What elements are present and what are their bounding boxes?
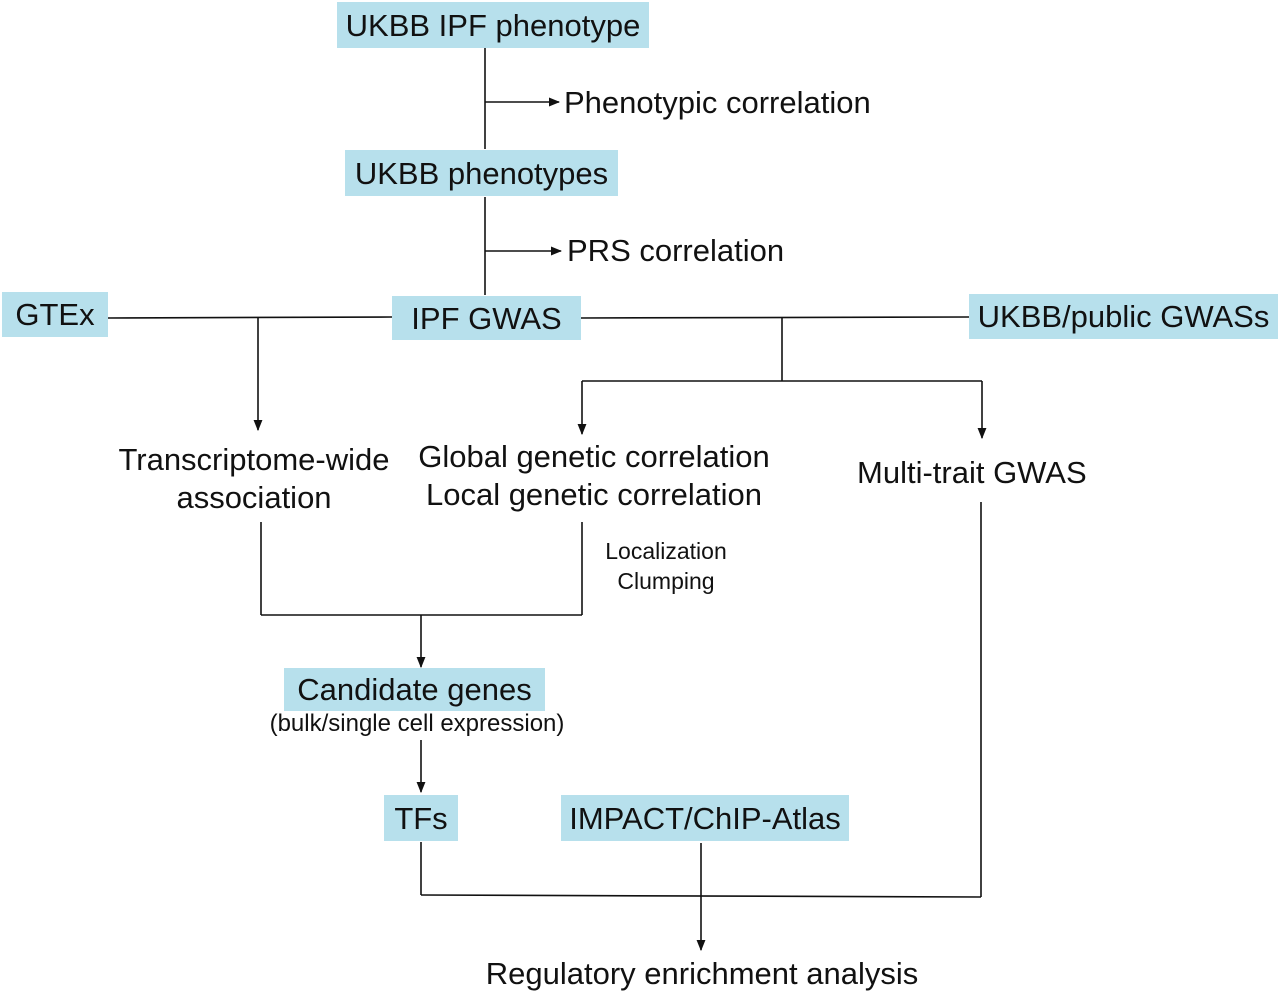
label-local-genetic-correlation: Local genetic correlation	[425, 476, 763, 512]
node-ukbb-ipf-phenotype-label: UKBB IPF phenotype	[345, 7, 641, 43]
node-gtex-label: GTEx	[15, 297, 95, 332]
node-ukbb-public-gwass-label: UKBB/public GWASs	[977, 299, 1270, 334]
label-regulatory-enrichment-analysis: Regulatory enrichment analysis	[485, 956, 919, 991]
node-ipf-gwas: IPF GWAS	[392, 296, 581, 340]
node-ukbb-phenotypes: UKBB phenotypes	[345, 150, 618, 196]
node-gtex: GTEx	[2, 292, 108, 337]
node-candidate-genes-label: Candidate genes	[297, 672, 532, 707]
line-ipf-gwas-to-public-gwass	[580, 316, 970, 319]
label-transcriptome-wide-association: Transcriptome-wide association	[104, 441, 404, 517]
node-tfs: TFs	[384, 795, 458, 841]
node-impact-chip-atlas-label: IMPACT/ChIP-Atlas	[569, 800, 841, 836]
node-ukbb-public-gwass: UKBB/public GWASs	[969, 294, 1278, 339]
label-genetic-correlation: Global genetic correlation Local genetic…	[404, 438, 784, 514]
line-gtex-to-ipf-gwas	[107, 316, 393, 319]
node-impact-chip-atlas: IMPACT/ChIP-Atlas	[561, 795, 849, 841]
label-phenotypic-correlation: Phenotypic correlation	[564, 85, 871, 120]
node-tfs-label: TFs	[394, 800, 448, 836]
label-clumping: Clumping	[617, 567, 715, 594]
node-ukbb-ipf-phenotype: UKBB IPF phenotype	[337, 2, 649, 48]
label-twas-line2: association	[176, 479, 332, 515]
label-global-genetic-correlation: Global genetic correlation	[418, 439, 770, 474]
label-prs-correlation: PRS correlation	[567, 233, 785, 268]
node-ukbb-phenotypes-label: UKBB phenotypes	[354, 155, 609, 191]
label-multi-trait-gwas: Multi-trait GWAS	[857, 455, 1087, 490]
label-localization: Localization	[605, 538, 727, 564]
label-localization-clumping: Localization Clumping	[586, 537, 746, 597]
node-ipf-gwas-label: IPF GWAS	[411, 300, 562, 336]
node-candidate-genes: Candidate genes	[284, 668, 545, 711]
label-candidate-genes-note: (bulk/single cell expression)	[269, 710, 565, 737]
label-twas-line1: Transcriptome-wide	[118, 442, 390, 477]
